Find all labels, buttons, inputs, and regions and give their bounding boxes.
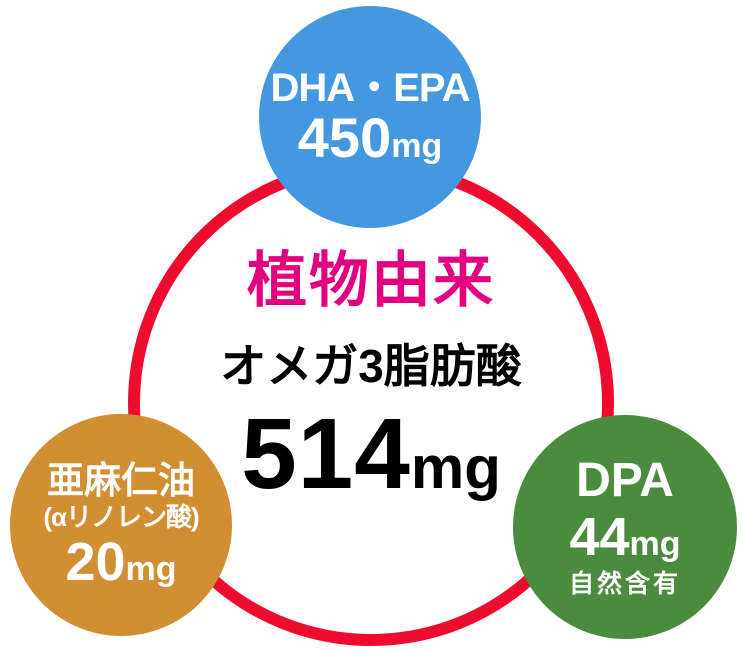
total-value: 514 [241,398,411,511]
total-unit: mg [410,434,501,502]
flaxseed-oil-title: 亜麻仁油 [47,459,195,501]
dpa-natural-note: 自然含有 [568,570,681,599]
dha-epa-value: 450 [297,105,392,169]
dpa-value: 44 [569,506,630,567]
dpa-unit: mg [629,524,681,563]
flaxseed-oil-value: 20 [65,531,126,592]
dha-epa-unit: mg [391,126,443,165]
dpa-title: DPA [576,454,674,508]
flaxseed-oil-unit: mg [125,549,177,588]
plant-derived-heading: 植物由来 [247,247,495,314]
alpha-linolenic-subtitle: (αリノレン酸) [43,502,199,533]
omega3-subheading: オメガ3脂肪酸 [220,340,522,392]
dha-epa-title: DHA・EPA [270,65,471,110]
